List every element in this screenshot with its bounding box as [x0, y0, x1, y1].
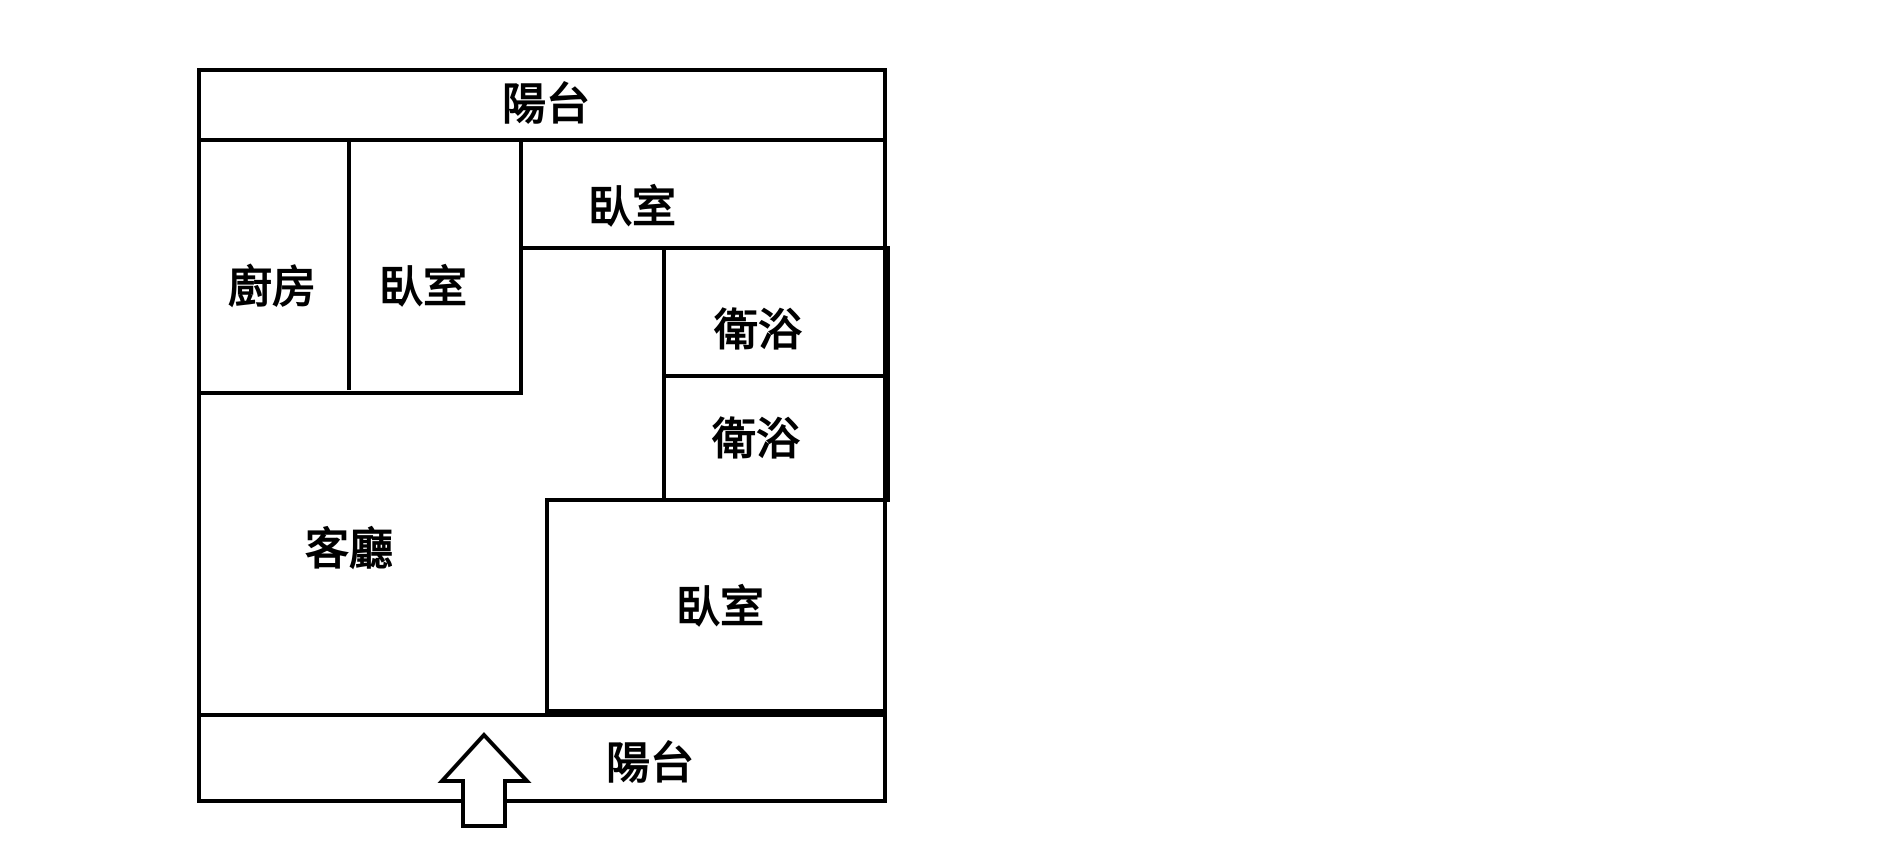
room-label-bedroom-upper-left: 臥室	[379, 262, 467, 313]
room-label-balcony-top: 陽台	[502, 79, 590, 130]
outer-wall	[197, 68, 887, 803]
room-label-bathroom-upper: 衛浴	[713, 305, 803, 356]
room-label-living-room: 客廳	[305, 524, 393, 575]
arrow-up-icon	[437, 732, 532, 828]
room-label-bedroom-upper-right: 臥室	[588, 182, 676, 233]
room-label-balcony-bottom: 陽台	[606, 738, 694, 789]
room-label-kitchen: 廚房	[228, 262, 316, 313]
room-label-bedroom-lower-right: 臥室	[676, 582, 764, 633]
room-label-bathroom-lower: 衛浴	[711, 414, 801, 465]
